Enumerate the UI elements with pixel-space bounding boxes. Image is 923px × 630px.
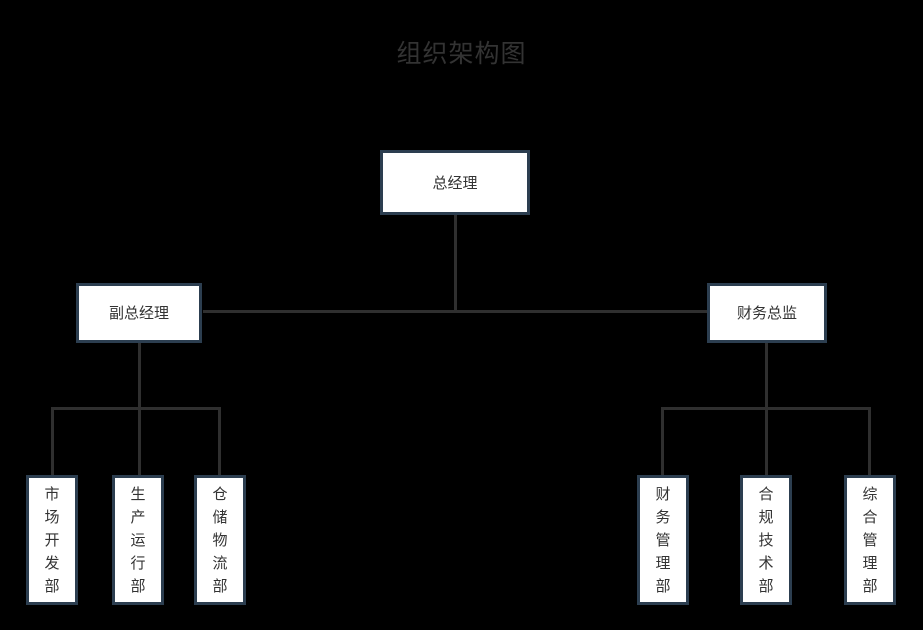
connector-left-child-2 xyxy=(138,407,141,475)
node-deputy-general-manager[interactable]: 副总经理 xyxy=(76,283,202,343)
connector-right-parent-down xyxy=(765,343,768,410)
node-label: 总经理 xyxy=(432,173,478,192)
connector-right-child-2 xyxy=(765,407,768,475)
connector-left-bus xyxy=(51,407,221,410)
node-label: 合规技术部 xyxy=(758,484,774,595)
connector-right-child-3 xyxy=(868,407,871,475)
node-compliance-technology-dept[interactable]: 合规技术部 xyxy=(740,475,792,605)
node-warehouse-logistics-dept[interactable]: 仓储物流部 xyxy=(194,475,246,605)
connector-root-down xyxy=(454,215,457,311)
node-label: 生产运行部 xyxy=(130,484,146,595)
node-label: 财务总监 xyxy=(736,304,797,322)
node-general-manager[interactable]: 总经理 xyxy=(380,150,530,215)
node-market-development-dept[interactable]: 市场开发部 xyxy=(26,475,78,605)
node-label: 财务管理部 xyxy=(655,484,671,595)
node-production-operations-dept[interactable]: 生产运行部 xyxy=(112,475,164,605)
connector-left-child-3 xyxy=(218,407,221,475)
connector-right-child-1 xyxy=(661,407,664,475)
node-financial-management-dept[interactable]: 财务管理部 xyxy=(637,475,689,605)
node-label: 市场开发部 xyxy=(44,484,60,595)
node-finance-director[interactable]: 财务总监 xyxy=(707,283,827,343)
node-general-administration-dept[interactable]: 综合管理部 xyxy=(844,475,896,605)
node-label: 副总经理 xyxy=(108,304,169,322)
page-title: 组织架构图 xyxy=(396,39,527,68)
node-label: 仓储物流部 xyxy=(212,484,228,595)
connector-level2-bus xyxy=(203,310,707,313)
connector-left-parent-down xyxy=(138,343,141,410)
connector-left-child-1 xyxy=(51,407,54,475)
node-label: 综合管理部 xyxy=(862,484,878,595)
